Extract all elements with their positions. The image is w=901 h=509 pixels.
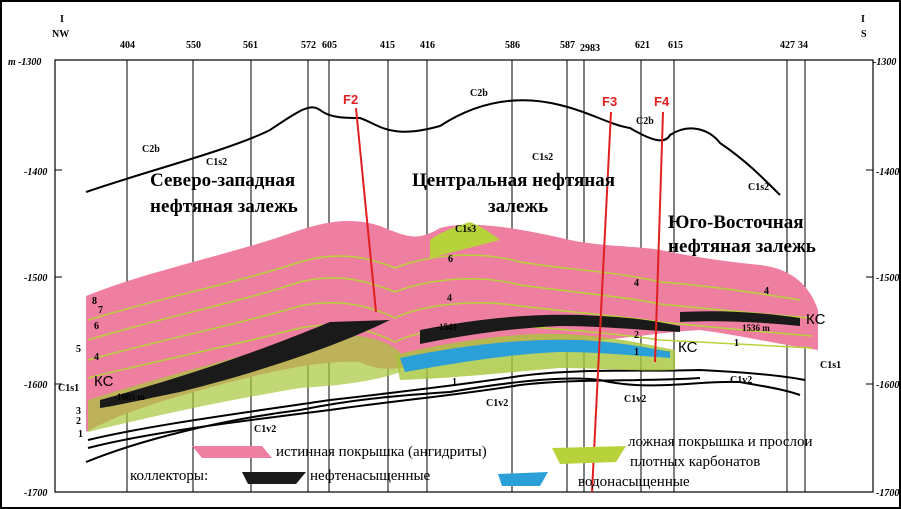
boundary-curves [85,99,806,463]
layer-number-4: 4 [94,352,99,363]
fault-label-f3: F3 [602,94,617,109]
strat-c1s2-nw: C1s2 [206,157,227,168]
well-label-404: 404 [120,40,135,51]
layer-number-8: 8 [92,296,97,307]
legend-false-seal-label-1: ложная покрышка и прослои [628,434,813,450]
well-label-416: 416 [420,40,435,51]
legend-reservoirs-label: коллекторы: [130,468,208,484]
zone-title-nw-line1: Северо-западная [150,170,295,191]
well-label-561: 561 [243,40,258,51]
strat-c1s2-central: C1s2 [532,152,553,163]
left-direction: NW [52,29,69,40]
fault-label-f4: F4 [654,94,670,109]
well-label-605: 605 [322,40,337,51]
well-label-572: 572 [301,40,316,51]
legend-swatch-false-seal [552,446,626,464]
strat-c1s1-left: C1s1 [58,383,79,394]
layer-number-3: 3 [76,406,81,417]
zone-title-nw-line2: нефтяная залежь [150,196,298,217]
legend-false-seal-label-2: плотных карбонатов [630,454,760,470]
strat-c1v2-se: C1v2 [730,375,752,386]
depth-tick-left-2: -1500 [24,273,47,284]
depth-label-central: -1541 [436,322,457,332]
layer-number-2-se: 2 [634,330,639,341]
layer-number-6-central: 6 [448,254,453,265]
layer-number-4-far-se: 4 [764,286,769,297]
layer-number-6: 6 [94,321,99,332]
depth-tick-left-4: -1700 [24,488,47,499]
depth-tick-right-2: -1500 [876,273,899,284]
layer-number-7: 7 [98,305,103,316]
layer-number-4-central: 4 [447,293,452,304]
legend-true-seal-label: истинная покрышка (ангидриты) [276,444,487,460]
depth-tick-left-1: -1400 [24,167,47,178]
left-end-marker: I [60,14,64,25]
strat-c1v2-central: C1v2 [486,398,508,409]
zone-title-central-line1: Центральная нефтяная [412,170,615,191]
well-label-34: 34 [798,40,808,51]
well-label-550: 550 [186,40,201,51]
right-direction: S [861,29,867,40]
strat-c1s3: C1s3 [455,224,476,235]
layer-number-1-far-se: 1 [734,338,739,349]
strat-c1v2-nw: C1v2 [254,424,276,435]
well-label-427: 427 [780,40,795,51]
oil-saturated-nw [100,320,390,408]
zone-title-se-line1: Юго-Восточная [668,212,804,233]
legend: истинная покрышка (ангидриты) ложная пок… [130,434,813,490]
layer-number-4-se: 4 [634,278,639,289]
strat-c2b-left: C2b [142,144,160,155]
ks-label-central: КС [678,339,698,356]
well-label-615: 615 [668,40,683,51]
legend-oil-label: нефтенасыщенные [310,468,431,484]
depth-ticks [55,169,873,385]
layer-number-1-se: 1 [634,347,639,358]
depth-tick-left-3: -1600 [24,380,47,391]
well-label-2983: 2983 [580,43,600,54]
depth-tick-right-1: -1400 [876,167,899,178]
plot-frame [54,59,874,493]
well-label-415: 415 [380,40,395,51]
layer-number-5: 5 [76,344,81,355]
well-label-587: 587 [560,40,575,51]
depth-tick-right-0: -1300 [873,57,896,68]
right-end-marker: I [861,14,865,25]
strat-c1s2-se: C1s2 [748,182,769,193]
zone-title-central-line2: залежь [488,196,548,217]
false-seal-cap-central [430,222,500,258]
strat-c2b-right: C2b [636,116,654,127]
ks-label-nw: КС [94,373,114,390]
legend-swatch-true-seal [192,446,272,458]
strat-c1v2-right: C1v2 [624,394,646,405]
depth-prefix: m [8,57,16,68]
zone-title-se-line2: нефтяная залежь [668,236,816,257]
depth-tick-right-4: -1700 [876,488,899,499]
oil-saturated-se [680,311,800,326]
depth-label-nw: -1605 m [114,392,145,402]
depth-label-se: 1536 m [742,323,770,333]
fault-lines [355,107,664,493]
false-seal-lower-nw [88,335,400,432]
oil-saturated-central [420,314,680,344]
layer-number-1: 1 [78,429,83,440]
depth-tick-left-0: -1300 [18,57,41,68]
well-label-586: 586 [505,40,520,51]
legend-swatch-oil [242,472,306,484]
well-label-621: 621 [635,40,650,51]
legend-swatch-water [498,472,548,486]
layer-number-2: 2 [76,416,81,427]
depth-tick-right-3: -1600 [876,380,899,391]
fault-label-f2: F2 [343,92,358,107]
layer-number-1-central: 1 [452,377,457,388]
strat-c2b-central: C2b [470,88,488,99]
legend-water-label: водонасыщенные [578,474,690,490]
ks-label-se: КС [806,311,826,328]
strat-c1s1-right: C1s1 [820,360,841,371]
water-saturated-band [400,339,670,372]
